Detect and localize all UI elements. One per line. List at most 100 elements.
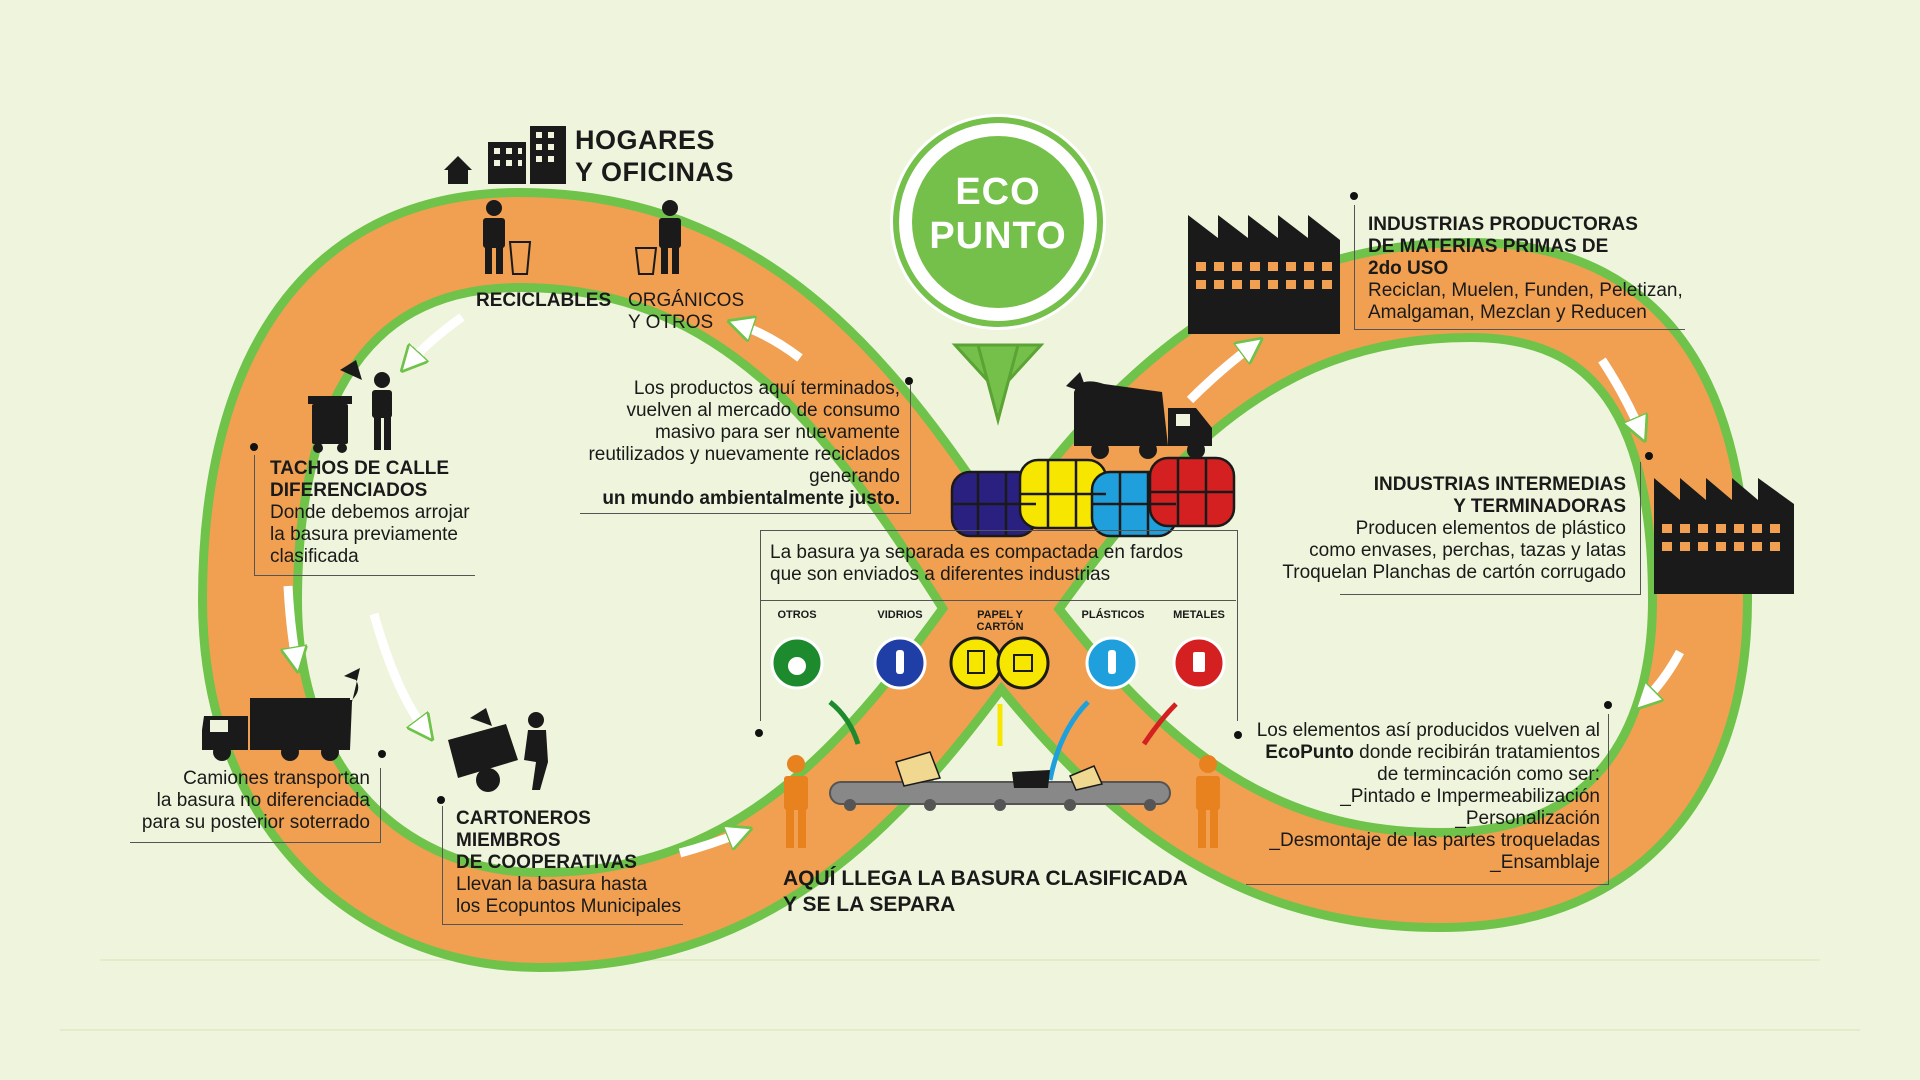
intermedias-frame: [1340, 462, 1641, 595]
cartoneros-body1: Llevan la basura hasta: [456, 874, 648, 895]
camiones-line3: para su posterior soterrado: [141, 812, 370, 833]
conveyor-belt-icon: [829, 751, 1171, 811]
person-organic-icon: [634, 200, 681, 275]
productoras-title2: DE MATERIAS PRIMAS DE: [1368, 236, 1609, 257]
intermedias-title2: Y TERMINADORAS: [1453, 496, 1626, 517]
camiones-frame: [130, 768, 381, 843]
camiones-line1: Camiones transportan: [183, 768, 370, 789]
elementos-line3: de termincación como ser:: [1377, 764, 1600, 785]
cartoneros-title3: DE COOPERATIVAS: [456, 852, 637, 873]
trash-bin-icon: [308, 360, 392, 453]
fardos-frame: [760, 530, 1238, 721]
organicos-label: ORGÁNICOS Y OTROS: [628, 290, 744, 334]
tachos-body3: clasificada: [270, 546, 359, 567]
fardos-divider: [760, 600, 1236, 601]
productos-line1: Los productos aquí terminados,: [633, 378, 900, 399]
intermedias-body3: Troquelan Planchas de cartón corrugado: [1282, 562, 1626, 583]
elementos-line2-rest: donde recibirán tratamientos: [1353, 742, 1600, 763]
bullet-dot: [1645, 452, 1653, 460]
category-papel-line1: PAPEL Y: [977, 609, 1023, 621]
category-papel-line2: CARTÓN: [976, 621, 1024, 633]
llegada-title: AQUÍ LLEGA LA BASURA CLASIFICADA Y SE LA…: [783, 866, 1188, 918]
bullet-dot: [1350, 192, 1358, 200]
factory-icon: [1188, 215, 1340, 334]
productos-line2: vuelven al mercado de consumo: [626, 400, 900, 421]
fardos-block: La basura ya separada es compactada en f…: [770, 542, 1183, 586]
box-icon: [996, 636, 1050, 690]
arrow-icon: [288, 585, 296, 660]
bullet-dot: [250, 443, 258, 451]
arrow-icon: [678, 833, 740, 858]
bullet-dot: [905, 377, 913, 385]
arrow-icon: [1645, 649, 1684, 700]
garbage-truck-icon: [202, 668, 360, 761]
category-papel: PAPEL Y CARTÓN: [970, 609, 1030, 633]
productoras-title3: 2do USO: [1368, 258, 1449, 279]
fardos-line1: La basura ya separada es compactada en f…: [770, 542, 1183, 563]
arrow-icon: [410, 313, 465, 362]
worker-icon: [784, 755, 808, 848]
bales-icon: [950, 456, 1236, 538]
intermedias-block: INDUSTRIAS INTERMEDIAS Y TERMINADORAS Pr…: [1260, 474, 1626, 584]
elementos-block: Los elementos así producidos vuelven al …: [1230, 720, 1600, 874]
organicos-line1: ORGÁNICOS: [628, 290, 745, 311]
llegada-line2: Y SE LA SEPARA: [783, 893, 956, 916]
category-plasticos: PLÁSTICOS: [1081, 609, 1145, 621]
elementos-line7: _Ensamblaje: [1490, 852, 1600, 873]
category-vidrios: VIDRIOS: [877, 609, 923, 621]
productoras-title1: INDUSTRIAS PRODUCTORAS: [1368, 214, 1638, 235]
arrow-icon: [369, 612, 425, 730]
flow-arrows: [288, 313, 1684, 858]
hogares-title: HOGARES Y OFICINAS: [575, 124, 734, 188]
ecopunto-line2: PUNTO: [929, 215, 1067, 257]
productos-block: Los productos aquí terminados, vuelven a…: [560, 378, 900, 510]
ecopunto-title: ECO PUNTO: [898, 170, 1098, 258]
bullet-dot: [437, 796, 445, 804]
buildings-icon: [444, 126, 566, 184]
bullet-dot: [1604, 701, 1612, 709]
cartoneros-block: CARTONEROS MIEMBROS DE COOPERATIVAS Llev…: [456, 808, 681, 918]
fardos-line2: que son enviados a diferentes industrias: [770, 564, 1111, 585]
cartoneros-title1: CARTONEROS: [456, 808, 591, 829]
elementos-line6: _Desmontaje de las partes troqueladas: [1269, 830, 1600, 851]
cartoneros-frame: [442, 806, 683, 925]
tachos-frame: [254, 455, 475, 576]
productos-line3: masivo para ser nuevamente: [654, 422, 900, 443]
ecopunto-emblem: [890, 114, 1106, 426]
category-metales: METALES: [1173, 609, 1225, 621]
bullet-dot: [378, 750, 386, 758]
elementos-frame: [1246, 714, 1609, 885]
productoras-block: INDUSTRIAS PRODUCTORAS DE MATERIAS PRIMA…: [1368, 214, 1683, 324]
productoras-body1: Reciclan, Muelen, Funden, Peletizan,: [1368, 280, 1683, 301]
productos-line6: un mundo ambientalmente justo.: [602, 488, 900, 509]
factory-icon: [1654, 478, 1794, 594]
elementos-line4: _Pintado e Impermeabilización: [1340, 786, 1600, 807]
sorting-arrows: [828, 700, 1178, 781]
elementos-ecopunto: EcoPunto: [1265, 742, 1354, 763]
elementos-line1: Los elementos así producidos vuelven al: [1256, 720, 1600, 741]
tachos-title2: DIFERENCIADOS: [270, 480, 428, 501]
intermedias-body2: como envases, perchas, tazas y latas: [1309, 540, 1626, 561]
camiones-line2: la basura no diferenciada: [156, 790, 370, 811]
compactor-truck-icon: [1066, 372, 1212, 459]
tachos-body2: la basura previamente: [270, 524, 458, 545]
productos-frame: [580, 385, 911, 514]
bullet-dot: [1234, 731, 1242, 739]
arrow-icon: [1598, 357, 1640, 430]
arrow-icon: [1186, 346, 1252, 404]
reciclables-label: RECICLABLES: [476, 290, 612, 311]
tachos-body1: Donde debemos arrojar: [270, 502, 470, 523]
cartoneros-title2: MIEMBROS: [456, 830, 561, 851]
bullet-dot: [755, 729, 763, 737]
productos-line5: generando: [809, 466, 900, 487]
productoras-body2: Amalgaman, Mezclan y Reducen: [1368, 302, 1647, 323]
worker-icon: [1196, 755, 1220, 848]
elementos-line5: _Personalización: [1455, 808, 1600, 829]
productos-line4: reutilizados y nuevamente reciclados: [588, 444, 900, 465]
intermedias-body1: Producen elementos de plástico: [1355, 518, 1626, 539]
ecopunto-line1: ECO: [955, 171, 1041, 213]
tachos-title1: TACHOS DE CALLE: [270, 458, 450, 479]
productoras-frame: [1354, 205, 1685, 330]
